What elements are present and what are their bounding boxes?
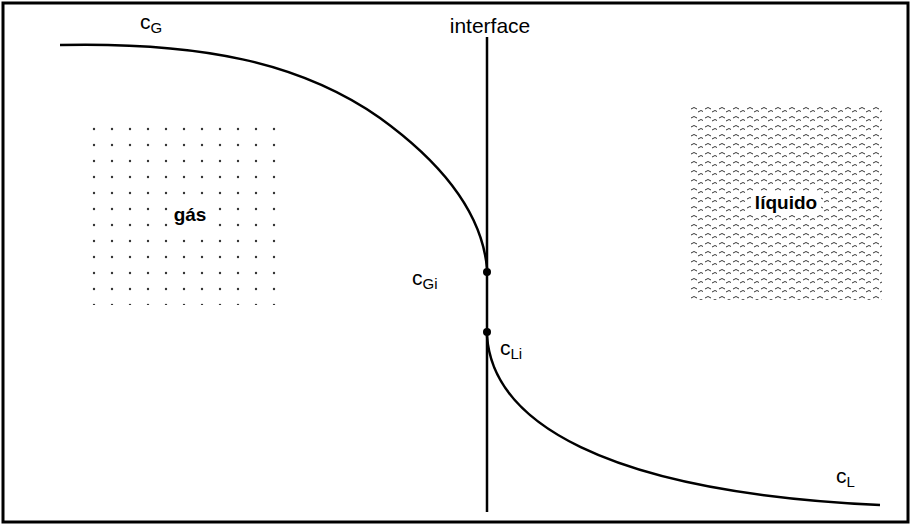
concentration-label: cG xyxy=(140,10,162,37)
interface-label: interface xyxy=(447,14,534,37)
frame-border xyxy=(3,3,908,522)
phase-texture xyxy=(90,125,290,305)
interface-point xyxy=(483,328,491,336)
phase-region: líquido xyxy=(690,105,882,300)
phase-name: líquido xyxy=(751,191,821,215)
liquid-concentration-curve xyxy=(487,336,880,505)
interface-point xyxy=(483,268,491,276)
concentration-label: cGi xyxy=(412,266,438,293)
concentration-label: cLi xyxy=(500,336,522,363)
phase-texture xyxy=(690,105,882,300)
phase-region: gás xyxy=(90,125,290,305)
phase-name: gás xyxy=(170,203,211,227)
concentration-label: cL xyxy=(836,464,855,491)
